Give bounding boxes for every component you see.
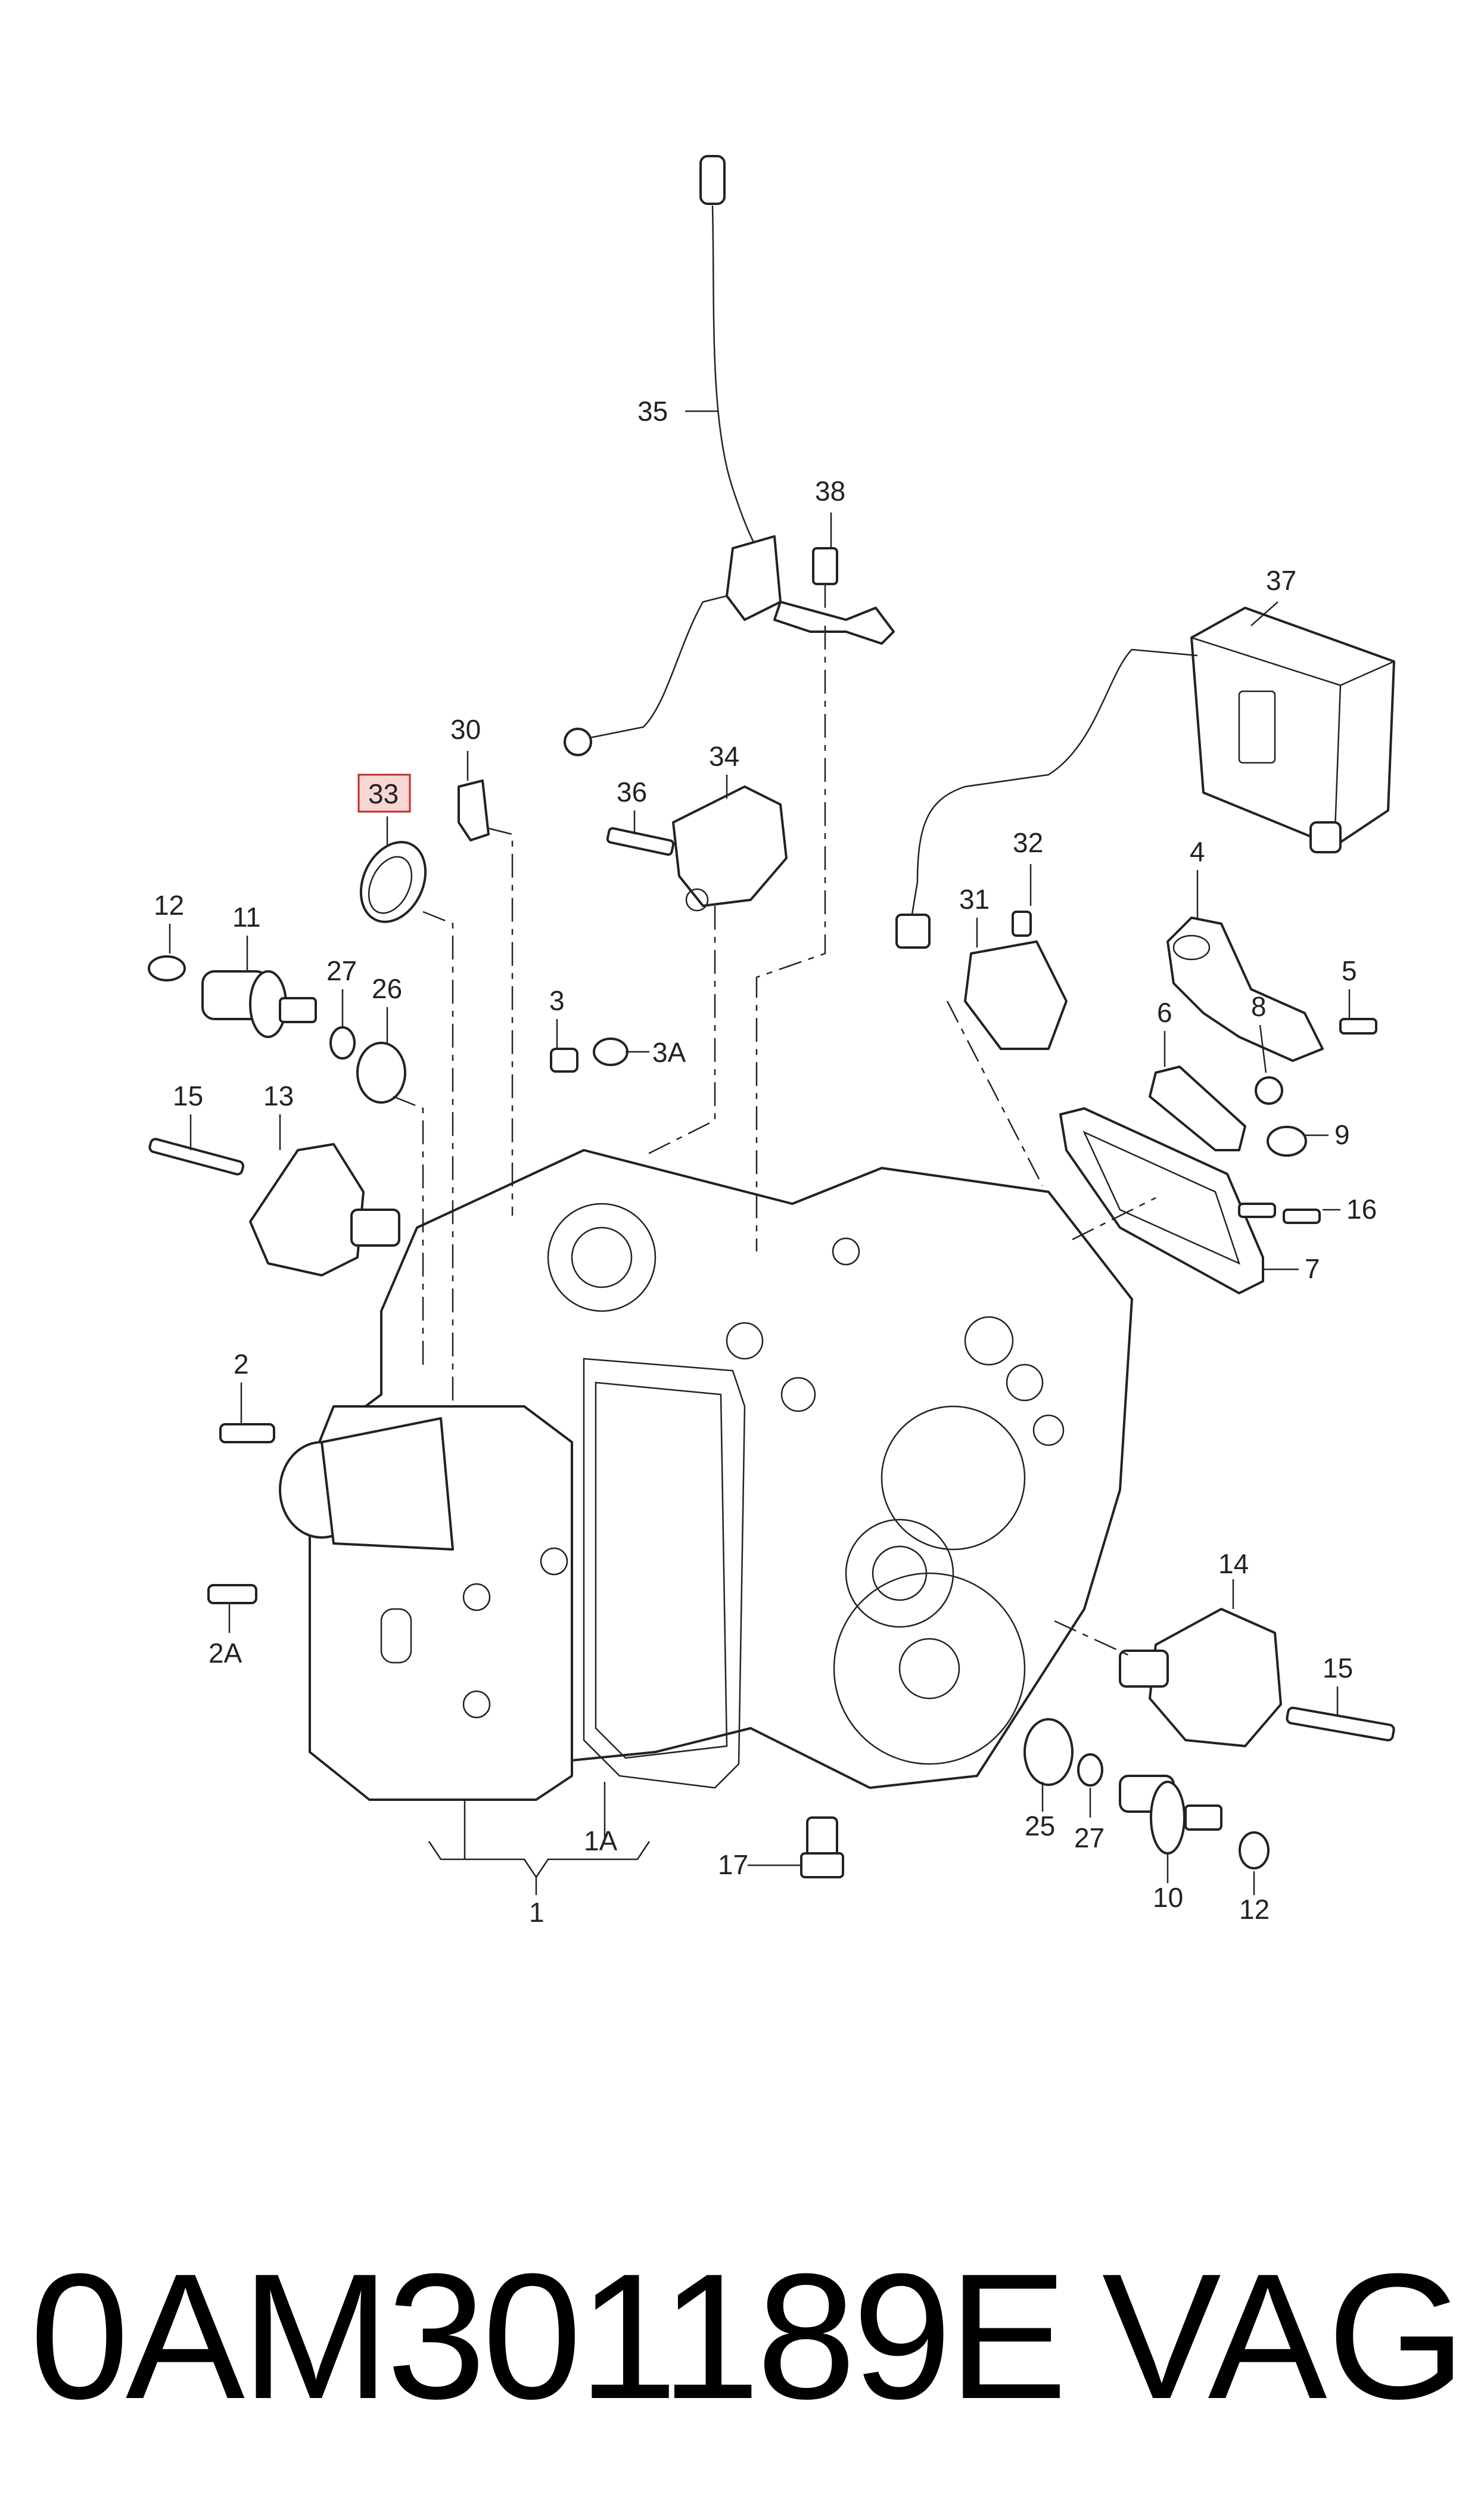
cover-7: [1059, 1107, 1276, 1294]
mechatronic-cover: [279, 1358, 746, 1801]
leader-lines: [169, 410, 1351, 1895]
callout-1A: 1A: [584, 1825, 618, 1856]
callout-9: 9: [1334, 1119, 1350, 1150]
callout-34: 34: [709, 741, 739, 772]
bracket-34: [672, 785, 788, 912]
selector-cable: [564, 155, 895, 756]
callout-30: 30: [450, 714, 481, 745]
plate-6: [1149, 1066, 1307, 1157]
callout-31: 31: [959, 884, 990, 915]
callout-12-right: 12: [1239, 1894, 1270, 1925]
callout-15-left: 15: [173, 1080, 203, 1111]
callout-labels: 35 38 37 30 33 34 36 32 31 4 5 6 8 9 16 …: [154, 396, 1377, 1928]
phantom-lines: [393, 626, 1156, 1658]
callout-15-right: 15: [1323, 1653, 1353, 1684]
callout-7: 7: [1305, 1253, 1320, 1284]
flange-shaft-11: [148, 955, 406, 1104]
part-number: 0AM301189E: [30, 2236, 1068, 2436]
exploded-parts-diagram: 35 38 37 30 33 34 36 32 31 4 5 6 8 9 16 …: [148, 155, 1395, 1928]
callout-27-left: 27: [326, 955, 357, 986]
bolt-36: [606, 827, 675, 856]
callout-5: 5: [1342, 955, 1357, 986]
callout-11: 11: [232, 902, 261, 933]
flange-shaft-10: [1023, 1718, 1270, 1869]
bracket-4: [1166, 917, 1377, 1062]
joint-14: [1119, 1608, 1395, 1747]
joint-13: [148, 1138, 400, 1276]
callout-33-highlight: [357, 774, 411, 813]
brand-name: VAG: [1102, 2236, 1466, 2436]
control-unit: [895, 607, 1395, 949]
callout-33: 33: [368, 778, 399, 809]
callout-3: 3: [549, 985, 565, 1016]
footer: 0AM301189E VAG: [0, 2241, 1484, 2431]
sensor-31: [964, 911, 1068, 1050]
callout-13: 13: [263, 1080, 294, 1111]
callout-8: 8: [1251, 991, 1267, 1022]
callout-35: 35: [637, 396, 668, 427]
callout-27-right: 27: [1074, 1822, 1105, 1853]
callout-2A: 2A: [209, 1638, 242, 1669]
callout-14: 14: [1218, 1548, 1249, 1579]
callout-25: 25: [1025, 1810, 1055, 1841]
clip-30: [458, 779, 490, 841]
callout-2: 2: [234, 1349, 249, 1380]
callout-26: 26: [372, 973, 402, 1004]
callout-6: 6: [1157, 997, 1172, 1028]
callout-16: 16: [1346, 1194, 1377, 1225]
callout-1: 1: [529, 1897, 545, 1928]
callout-3A: 3A: [652, 1037, 686, 1068]
callout-12-left: 12: [154, 890, 184, 921]
callout-38: 38: [815, 476, 845, 507]
callout-37: 37: [1266, 565, 1296, 596]
callout-10: 10: [1153, 1882, 1183, 1913]
callout-32: 32: [1013, 827, 1043, 858]
callout-36: 36: [617, 776, 647, 807]
callout-4: 4: [1190, 836, 1205, 867]
small-parts: [207, 1038, 1321, 1878]
callout-17: 17: [718, 1849, 748, 1880]
seal-ring-33: [359, 841, 427, 923]
